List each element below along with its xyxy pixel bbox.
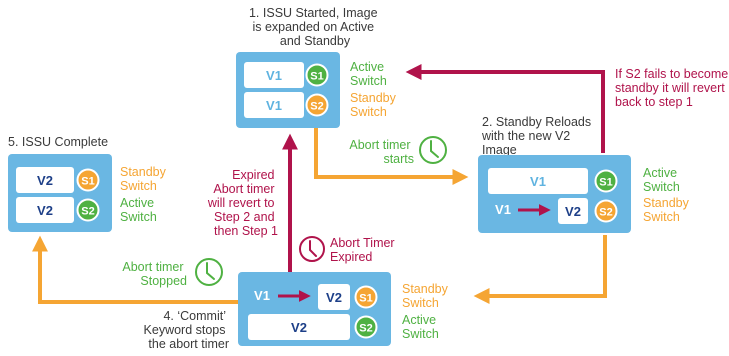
switch-badge-label: S1 xyxy=(310,71,323,83)
switch-badge-s1 xyxy=(76,168,100,192)
version-pill xyxy=(16,197,74,223)
role-active: Active Switch xyxy=(120,196,158,224)
switch-badge-s2 xyxy=(76,198,100,222)
clock-icon xyxy=(299,236,325,262)
version-pill xyxy=(16,167,74,193)
version-label: V2 xyxy=(37,203,53,218)
step1-group: 1. ISSU Started, Image is expanded on Ac… xyxy=(236,6,399,128)
switch-badge-s2 xyxy=(354,315,378,339)
version-pill xyxy=(244,92,304,118)
version-pill xyxy=(558,198,588,224)
arrow-step2-to-step4 xyxy=(473,235,607,304)
switch-badge-s1 xyxy=(594,169,618,193)
version-pill xyxy=(248,314,350,340)
abort-timer-stopped-label: Abort timer Stopped xyxy=(122,260,187,288)
role-standby: Standby Switch xyxy=(120,165,169,193)
role-standby: Standby Switch xyxy=(643,196,692,224)
role-active: Active Switch xyxy=(643,166,681,194)
version-label: V1 xyxy=(266,68,282,83)
version-label: V1 xyxy=(530,174,546,189)
clock-icon xyxy=(195,258,223,286)
switch-badge-label: S2 xyxy=(359,323,372,335)
step4-title: 4. ‘Commit’ Keyword stops the abort time… xyxy=(144,309,229,351)
version-from-label: V1 xyxy=(254,288,270,303)
flow-arrows xyxy=(32,64,607,304)
version-pill xyxy=(488,168,588,194)
role-active: Active Switch xyxy=(350,60,388,88)
version-pill xyxy=(318,284,350,310)
version-label: V2 xyxy=(326,290,342,305)
step5-title: 5. ISSU Complete xyxy=(8,135,108,149)
version-label: V2 xyxy=(291,320,307,335)
version-pill xyxy=(244,62,304,88)
clock-icon xyxy=(419,136,447,164)
arrow-step2-to-step1 xyxy=(405,64,605,153)
version-label: V1 xyxy=(266,98,282,113)
step4-group: V1 V2 S1 V2 S2 Standby Switch Active Swi… xyxy=(144,272,451,351)
expired-revert-note: Expired Abort timer will revert to Step … xyxy=(207,168,278,238)
arrow-step1-to-step2 xyxy=(314,128,469,185)
switch-badge-s2 xyxy=(305,93,329,117)
switch-badge-s2 xyxy=(594,199,618,223)
step2-title: 2. Standby Reloads with the new V2 Image xyxy=(481,115,595,157)
switch-badge-label: S1 xyxy=(599,177,612,189)
abort-timer-expired-label: Abort Timer Expired xyxy=(330,236,398,264)
role-active: Active Switch xyxy=(402,313,440,341)
role-standby: Standby Switch xyxy=(350,91,399,119)
switch-badge-label: S2 xyxy=(599,207,612,219)
switch-badge-s1 xyxy=(305,63,329,87)
switch-badge-label: S2 xyxy=(310,101,323,113)
switch-badge-label: S1 xyxy=(81,176,94,188)
abort-timer-starts-label: Abort timer starts xyxy=(349,138,414,166)
s2-fail-note: If S2 fails to become standby it will re… xyxy=(615,67,729,109)
switch-badge-label: S1 xyxy=(359,293,372,305)
step5-group: 5. ISSU Complete V2 S1 V2 S2 Standby Swi… xyxy=(8,135,169,232)
version-from-label: V1 xyxy=(495,202,511,217)
step2-group: 2. Standby Reloads with the new V2 Image… xyxy=(478,115,692,233)
version-label: V2 xyxy=(37,173,53,188)
role-standby: Standby Switch xyxy=(402,282,451,310)
arrow-step4-to-step5 xyxy=(32,235,238,304)
version-label: V2 xyxy=(565,204,581,219)
switch-badge-label: S2 xyxy=(81,206,94,218)
step1-title: 1. ISSU Started, Image is expanded on Ac… xyxy=(249,6,381,48)
switch-badge-s1 xyxy=(354,285,378,309)
